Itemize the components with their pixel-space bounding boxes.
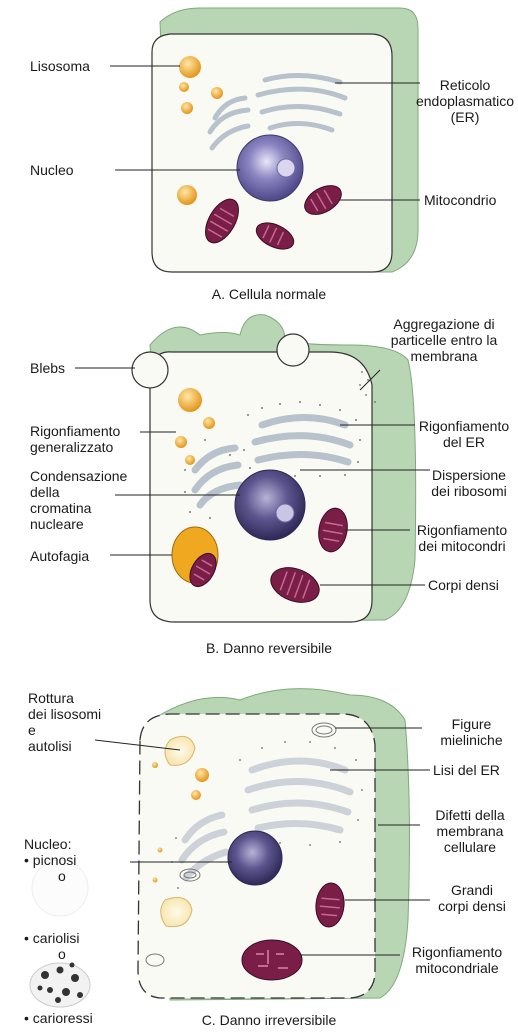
panel-c-nucleus — [228, 831, 282, 885]
label-nucleo: Nucleo — [30, 162, 74, 178]
label-condensazione-cromatina: Condensazione della cromatina nucleare — [30, 468, 127, 532]
panel-a-nucleolus — [277, 159, 295, 177]
panel-b-nucleus — [235, 470, 305, 540]
label-mitocondrio: Mitocondrio — [424, 192, 496, 208]
label-difetti-membrana: Difetti della membrana cellulare — [422, 807, 518, 855]
label-reticolo-endoplasmatico: Reticolo endoplasmatico (ER) — [412, 77, 518, 125]
label-autofagia: Autofagia — [30, 548, 89, 564]
label-corpi-densi: Corpi densi — [428, 577, 499, 593]
label-o-1: o — [58, 868, 66, 884]
label-nucleo-c: Nucleo: — [24, 836, 71, 852]
panel-a-cell — [110, 8, 420, 272]
label-lisi-er: Lisi del ER — [433, 762, 500, 778]
label-rigonfiamento-generalizzato: Rigonfiamento generalizzato — [30, 423, 120, 455]
label-cariolisi: • cariolisi — [24, 930, 79, 946]
caption-panel-c: C. Danno irreversibile — [10, 1012, 518, 1028]
label-dispersione-ribosomi: Dispersione dei ribosomi — [420, 467, 518, 499]
label-rigonfiamento-mitocondriale: Rigonfiamento mitocondriale — [398, 944, 516, 976]
caption-panel-b: B. Danno reversibile — [10, 640, 518, 656]
label-figure-mieliniche: Figure mieliniche — [425, 716, 518, 748]
label-blebs: Blebs — [30, 360, 65, 376]
label-lisosoma: Lisosoma — [30, 58, 90, 74]
label-o-2: o — [58, 946, 66, 962]
caption-panel-a: A. Cellula normale — [10, 286, 518, 302]
label-rigonfiamento-er: Rigonfiamento del ER — [410, 418, 518, 450]
label-rottura-lisosomi: Rottura dei lisosomi e autolisi — [28, 690, 101, 754]
label-aggregazione-particelle: Aggregazione di particelle entro la memb… — [370, 316, 518, 364]
panel-b-nucleolus — [276, 504, 294, 522]
label-rigonfiamento-mitocondri: Rigonfiamento dei mitocondri — [406, 522, 518, 554]
label-grandi-corpi-densi: Grandi corpi densi — [426, 882, 518, 914]
label-picnosi: • picnosi — [24, 852, 76, 868]
